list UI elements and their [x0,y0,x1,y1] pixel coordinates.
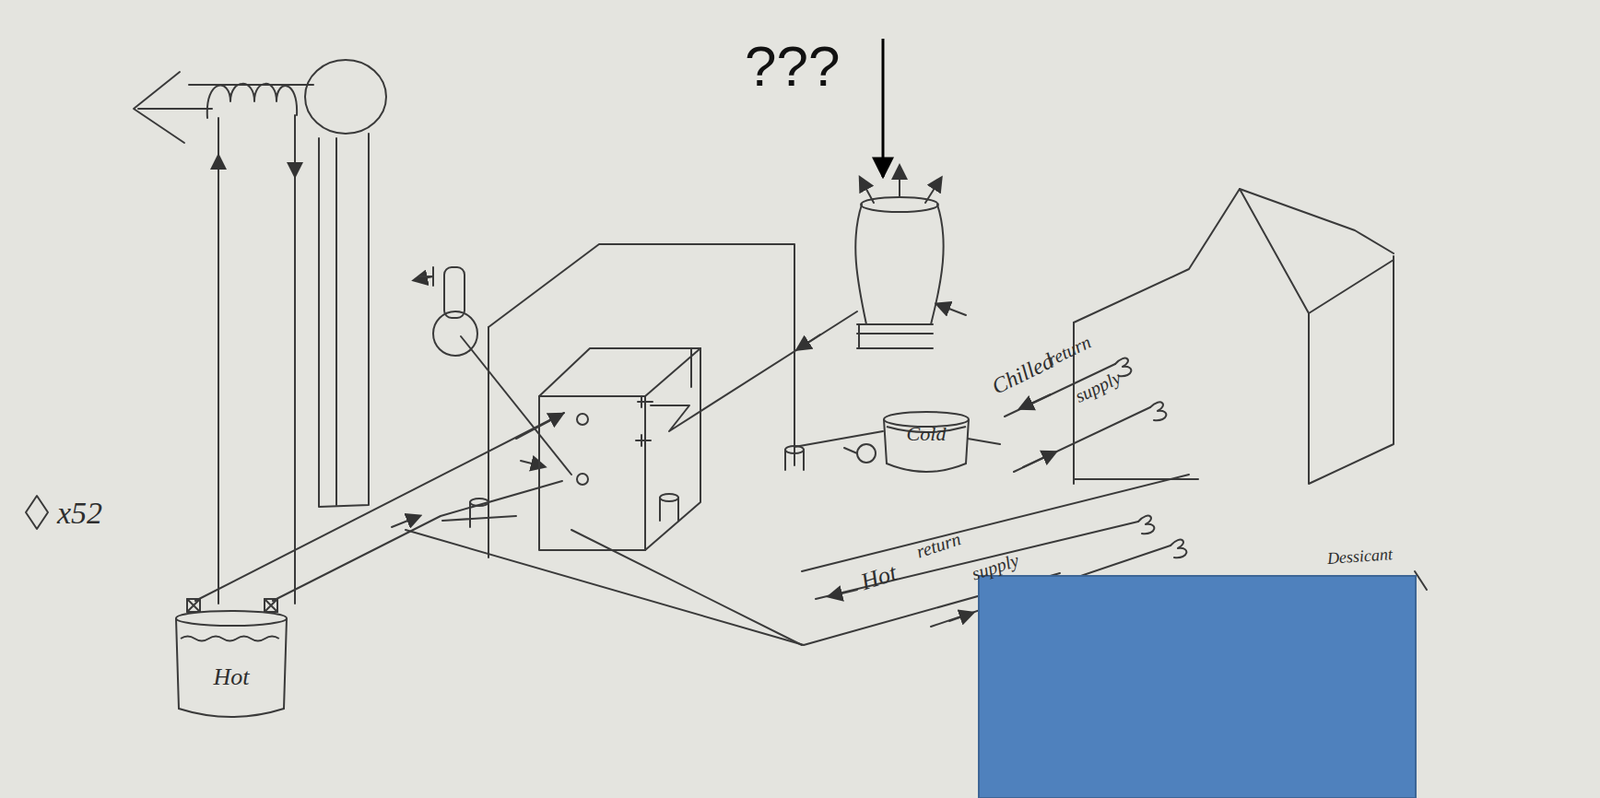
note-label: Dessicant [1326,544,1393,569]
building-roof [1239,188,1394,314]
building-roof [1073,188,1394,323]
air-arrow [941,305,966,316]
collector-tower [335,138,338,506]
flow-arrow [217,161,220,185]
flow-arrow [801,334,821,347]
scale-arrow [25,495,48,530]
sketch-lines [25,59,1427,646]
chiller-box [645,348,701,551]
tank-outline [883,411,969,472]
pipe-fitting [187,599,200,612]
cold-pump [857,444,876,463]
note-label: Hot [857,559,900,598]
flow-arrow [1023,454,1051,468]
cooling-tower [855,204,943,325]
chiller-box [539,348,701,397]
return-pipe [272,481,563,601]
pipe-port [576,413,589,425]
collector-dish [305,59,387,134]
callout-text: ??? [744,33,840,99]
pump-outlet [419,267,434,286]
pipe-fitting [264,599,278,612]
chilled-supply-pipe [1013,407,1151,472]
flow-arrow [391,517,415,528]
building-outline [1073,478,1199,481]
note-label: x52 [57,495,103,531]
flow-arrow [1024,394,1051,407]
storage-tank: Cold [882,411,970,472]
coil-symbol [1170,540,1187,559]
supply-pipe [195,412,565,601]
pump-body [444,267,465,318]
pipe-fitting [264,599,278,612]
callout-arrow [882,38,885,177]
storage-tank: Hot [175,610,288,718]
collector-outline [138,107,212,110]
platform-edge [442,516,802,646]
vapour-arrow [898,171,901,198]
tank-label: Hot [213,663,250,718]
cold-pipe [967,438,1000,445]
vapour-arrow [862,182,874,203]
water-line [180,636,280,642]
tank-wall [176,618,287,718]
tank-label: Cold [906,422,947,472]
support-post [659,494,679,502]
flow-arrow [834,589,858,596]
vapour-arrow [925,182,939,203]
support-post [470,498,489,506]
tank-top [176,611,287,626]
flow-arrow [949,614,968,622]
collector-outline [188,83,314,86]
coil-symbol [1150,401,1166,421]
coil-symbol [1138,516,1154,535]
cold-pipe [794,431,883,448]
heat-coil [207,83,297,118]
tower-base [857,324,933,349]
collector-outline [133,71,185,143]
flow-arrow [520,460,540,466]
riser-pipe [217,117,220,604]
tank-wall [883,419,969,472]
pipe-fitting [187,599,200,612]
pipe-port [576,473,589,485]
pipe-port [635,435,651,447]
riser-pipe [294,115,296,604]
collector-tower [318,133,369,507]
vent-pipe [686,348,701,388]
tower-pipe [650,311,858,432]
tank-outline [176,611,287,718]
note-label: return [1044,331,1095,371]
note-label: return [913,528,964,563]
cover-box [978,576,1416,798]
flow-arrow [516,416,558,439]
building-outline [1308,256,1394,484]
cold-pump [844,447,858,454]
chiller-box [539,396,646,551]
chiller-frame [488,244,795,466]
pump-pipe [460,336,572,475]
flow-arrow [294,152,296,171]
